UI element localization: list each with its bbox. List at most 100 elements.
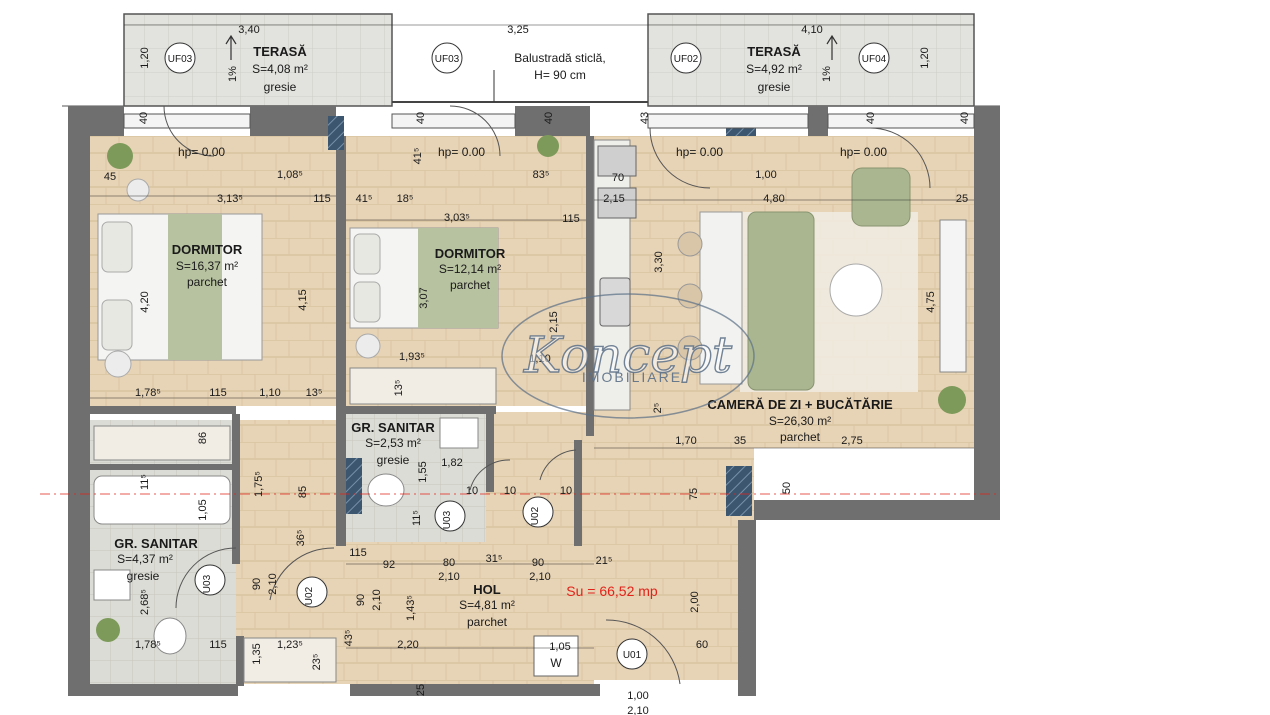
door-swing-8 xyxy=(539,449,577,481)
bed-1-blanket xyxy=(168,214,222,360)
dimension-label: 40 xyxy=(543,112,555,124)
dimension-label: 1,75⁵ xyxy=(253,471,265,497)
dimension-label: 90 xyxy=(251,578,263,590)
door-swing-7 xyxy=(469,459,511,491)
door-tag-circle xyxy=(522,496,554,528)
dimension-label: 13⁵ xyxy=(393,380,405,397)
dimension-label: 115 xyxy=(209,387,227,399)
door-swing-5 xyxy=(175,547,237,609)
door-tag-label: UF03 xyxy=(168,54,193,65)
logo-watermark: Koncept IMOBILIARE xyxy=(501,293,755,419)
dimension-label: 2,20 xyxy=(397,639,418,651)
dimension-label: 2,10 xyxy=(627,705,648,715)
partition-corridor xyxy=(574,440,582,546)
door-tag-circle xyxy=(434,500,466,532)
slope-arrow-left xyxy=(225,34,237,60)
partition-kitchen xyxy=(586,136,594,436)
outer-wall-top-3 xyxy=(515,106,590,136)
hatched-column-living xyxy=(726,466,752,516)
partition-bath-hall xyxy=(232,414,240,564)
dimension-label: 11⁵ xyxy=(139,474,151,490)
bedroom-2-area: S=12,14 m² xyxy=(439,262,501,276)
outer-wall-right xyxy=(974,130,1000,520)
terrace-left-floor-type: gresie xyxy=(264,80,297,94)
terrace-right-floor-type: gresie xyxy=(758,80,791,94)
annotations: Balustradă sticlă, H= 90 cm Su = 66,52 m… xyxy=(225,34,838,670)
bed-2-blanket xyxy=(418,228,498,328)
dimension-label: 1,43⁵ xyxy=(405,595,417,621)
dimension-label: 43⁵ xyxy=(343,630,355,647)
dimension-label: 25 xyxy=(415,684,427,696)
dimension-label: 41⁵ xyxy=(356,193,373,205)
dimension-label: 40 xyxy=(865,112,877,124)
dimension-label: 18⁵ xyxy=(397,193,414,205)
dimension-label: 35 xyxy=(734,435,746,447)
partition-bed1-bed2 xyxy=(336,136,346,546)
bath-large-label: GR. SANITAR xyxy=(114,536,198,551)
partition-closet xyxy=(236,636,244,686)
dimension-label: 23⁵ xyxy=(311,654,323,671)
bedroom-2-floor-type: parchet xyxy=(450,278,491,292)
window-4 xyxy=(827,113,975,129)
terrace-left-area: S=4,08 m² xyxy=(252,62,308,76)
dimension-label: 1,05 xyxy=(197,499,209,520)
dimension-label: 2,10 xyxy=(267,573,279,594)
height-label-3: hp= 0.00 xyxy=(676,145,723,159)
dimension-label: 1,00 xyxy=(755,169,776,181)
door-tag-circle xyxy=(194,564,226,596)
partition-bed1-bath xyxy=(90,406,236,414)
outer-wall-bottom xyxy=(68,684,238,696)
dimension-label: 1,00 xyxy=(627,690,648,702)
bath-sink-small xyxy=(439,417,479,449)
bed-1-pillow-2 xyxy=(101,299,133,351)
bath-sink-large xyxy=(93,569,131,601)
door-tag-label: U03 xyxy=(202,574,213,593)
dimension-label: 1,20 xyxy=(919,47,931,68)
bedroom-1-label: DORMITOR xyxy=(172,242,243,257)
dimension-label: 40 xyxy=(415,112,427,124)
closet-hall xyxy=(243,637,337,683)
nightstand-2 xyxy=(126,178,150,202)
walls xyxy=(68,106,1000,696)
door-tag: U03 xyxy=(434,500,466,532)
outer-wall-top-left xyxy=(68,106,124,136)
dimension-label: 60 xyxy=(696,639,708,651)
bath-large-floor-type: gresie xyxy=(127,569,160,583)
toilet-small xyxy=(367,473,405,507)
outer-wall-top-2 xyxy=(250,106,336,136)
dimension-label: 83⁵ xyxy=(533,169,550,181)
toilet-large xyxy=(153,617,187,655)
hatched-column-bath xyxy=(346,458,362,514)
tv-console xyxy=(939,219,967,373)
door-tag: UF03 xyxy=(164,42,196,74)
dimension-label: 1,82 xyxy=(441,457,462,469)
door-tag-circle xyxy=(164,42,196,74)
door-tag-label: U03 xyxy=(442,510,453,529)
door-swing-3 xyxy=(649,127,711,189)
bath-small-area: S=2,53 m² xyxy=(365,436,421,450)
dimension-label: 115 xyxy=(209,639,227,651)
dimension-label: 40 xyxy=(138,112,150,124)
outer-wall-right-lower xyxy=(738,520,756,696)
balustrade-note-2: H= 90 cm xyxy=(534,68,586,82)
dimension-label: 10 xyxy=(560,485,572,497)
dimension-label: 1,20 xyxy=(139,47,151,68)
balustrade-note-1: Balustradă sticlă, xyxy=(514,51,605,65)
chair-1 xyxy=(677,231,703,257)
bedroom-2-label: DORMITOR xyxy=(435,246,506,261)
logo-main: Koncept xyxy=(523,326,733,384)
dimension-label: 1,78⁵ xyxy=(135,639,161,651)
door-tag-label: U01 xyxy=(623,650,642,661)
plant-1 xyxy=(107,143,133,169)
height-label-4: hp= 0.00 xyxy=(840,145,887,159)
windows xyxy=(123,113,975,129)
door-swing-6 xyxy=(269,547,335,601)
washer-label: W xyxy=(550,656,562,670)
terrace-right-label: TERASĂ xyxy=(747,44,801,59)
dimension-label: 115 xyxy=(562,213,580,225)
dimension-label: 43 xyxy=(639,112,651,124)
dimension-label: 90 xyxy=(532,557,544,569)
dimension-label: 2,10 xyxy=(529,571,550,583)
height-label-1: hp= 0.00 xyxy=(178,145,225,159)
